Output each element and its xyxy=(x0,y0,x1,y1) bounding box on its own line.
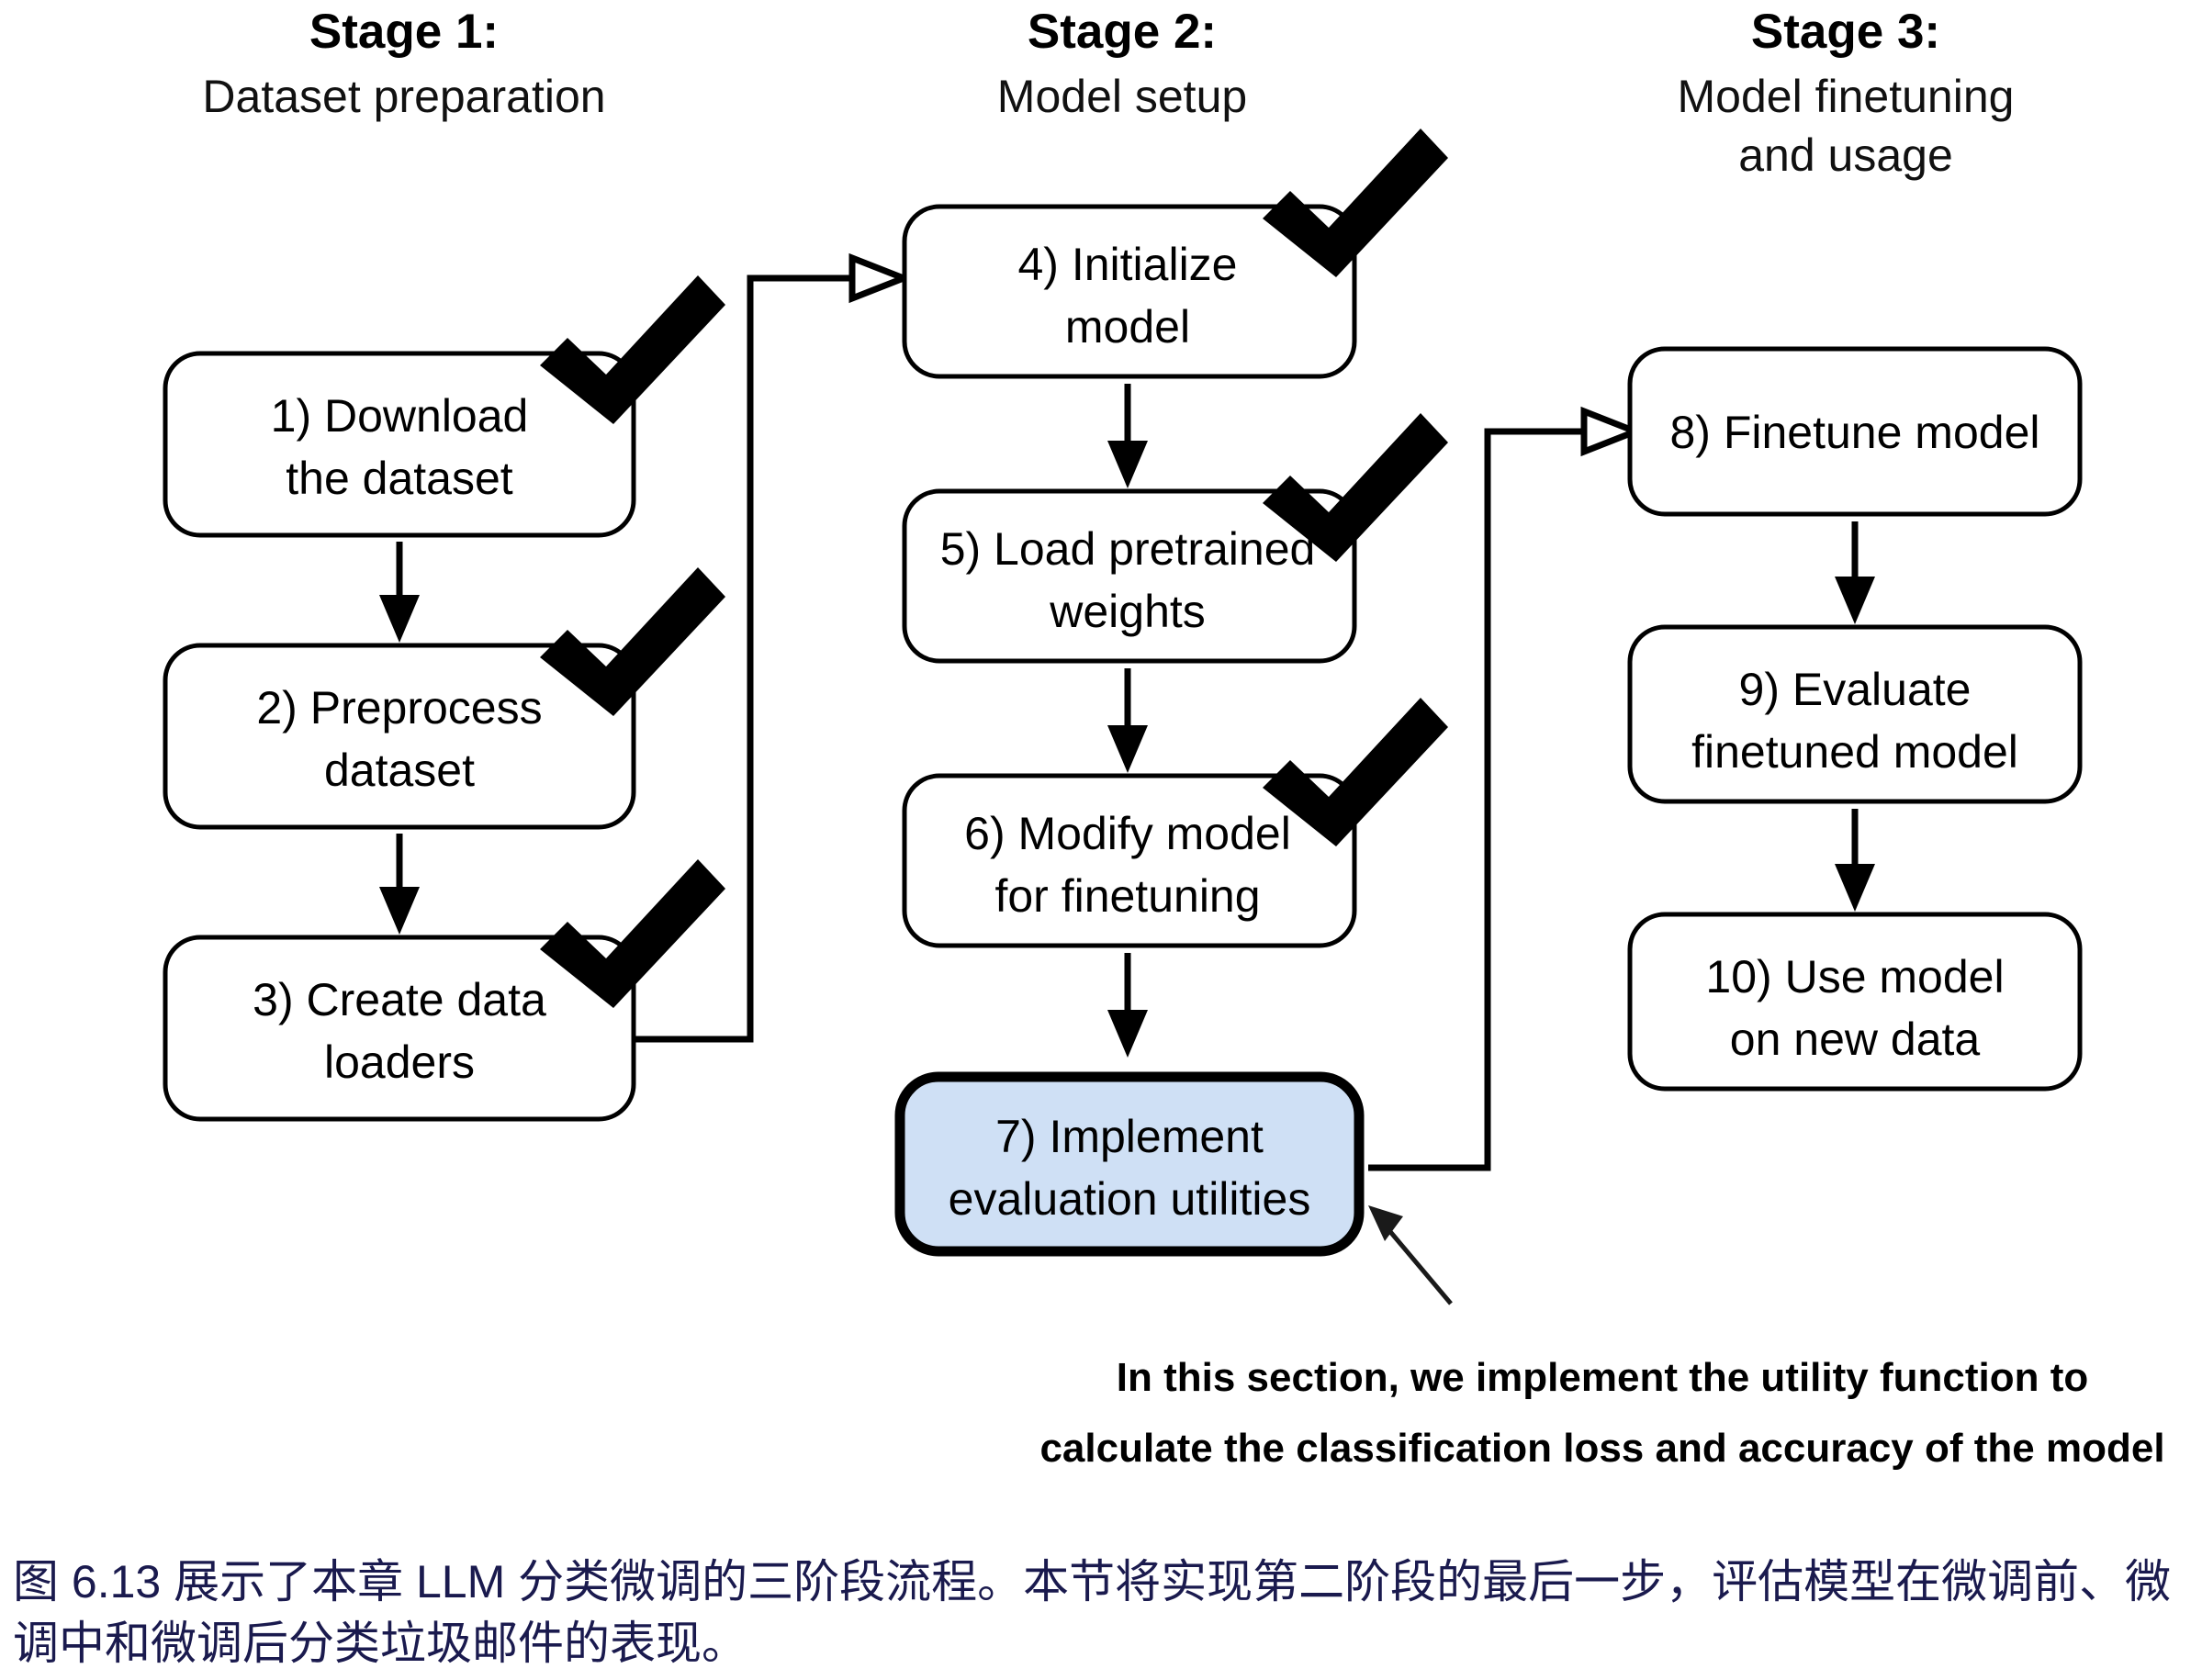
stage-heading-1: Stage 1: Dataset preparation xyxy=(202,5,605,122)
step-4-label-line2: model xyxy=(1065,301,1190,353)
step-10-box[interactable] xyxy=(1627,912,2083,1092)
step-10-label-line2: on new data xyxy=(1730,1014,1981,1065)
stage-heading-3: Stage 3: Model finetuning and usage xyxy=(1678,5,2015,181)
check-icon-step-3 xyxy=(540,859,725,1008)
annotation-line2: calculate the classification loss and ac… xyxy=(1039,1426,2164,1471)
step-9-node[interactable]: 9) Evaluate finetuned model xyxy=(1627,624,2083,804)
annotation-line1: In this section, we implement the utilit… xyxy=(1117,1355,2089,1400)
step-5-label-line1: 5) Load pretrained xyxy=(940,523,1316,575)
step-1-label-line1: 1) Download xyxy=(271,390,529,442)
annotation-text: In this section, we implement the utilit… xyxy=(1039,1355,2164,1471)
step-6-label-line1: 6) Modify model xyxy=(964,808,1291,859)
step-2-node[interactable]: 2) Preprocess dataset xyxy=(163,567,725,830)
connector-step4-to-step5 xyxy=(1107,384,1148,488)
connector-step3-to-step4 xyxy=(634,252,913,1043)
step-1-node[interactable]: 1) Download the dataset xyxy=(163,275,725,538)
connector-step8-to-step9 xyxy=(1835,521,1875,624)
stage-3-subheading-line2: and usage xyxy=(1738,129,1953,181)
step-7-box[interactable] xyxy=(894,1071,1365,1257)
check-icon-step-4 xyxy=(1263,129,1448,277)
stage-1-subheading: Dataset preparation xyxy=(202,71,605,122)
step-3-label-line2: loaders xyxy=(324,1036,475,1088)
step-4-box[interactable] xyxy=(902,204,1357,379)
step-7-node[interactable]: 7) Implement evaluation utilities xyxy=(894,1071,1365,1257)
stage-1-heading: Stage 1: xyxy=(309,5,499,59)
check-icon-step-2 xyxy=(540,567,725,716)
step-7-label-line2: evaluation utilities xyxy=(949,1173,1311,1225)
caption-line2: 调中和微调后分类垃圾邮件的表现。 xyxy=(13,1618,747,1669)
step-8-label-line1: 8) Finetune model xyxy=(1669,407,2039,458)
step-3-node[interactable]: 3) Create data loaders xyxy=(163,859,725,1122)
step-5-box[interactable] xyxy=(902,488,1357,664)
step-2-box[interactable] xyxy=(163,643,636,830)
step-9-label-line2: finetuned model xyxy=(1691,726,2018,778)
step-3-label-line1: 3) Create data xyxy=(253,974,546,1025)
step-10-node[interactable]: 10) Use model on new data xyxy=(1627,912,2083,1092)
step-4-label-line1: 4) Initialize xyxy=(1018,239,1238,290)
step-5-label-line2: weights xyxy=(1049,586,1206,637)
step-6-node[interactable]: 6) Modify model for finetuning xyxy=(902,698,1448,948)
stage-2-subheading: Model setup xyxy=(997,71,1247,122)
stage-3-subheading: Model finetuning xyxy=(1678,71,2015,122)
connector-step9-to-step10 xyxy=(1835,809,1875,912)
step-8-node[interactable]: 8) Finetune model xyxy=(1627,346,2083,517)
step-4-node[interactable]: 4) Initialize model xyxy=(902,129,1448,379)
caption-line1: 图 6.13 展示了本章 LLM 分类微调的三阶段流程。本节将实现第二阶段的最后… xyxy=(13,1556,2171,1607)
step-2-label-line1: 2) Preprocess xyxy=(256,682,542,734)
stage-2-heading: Stage 2: xyxy=(1028,5,1217,59)
connector-step6-to-step7 xyxy=(1107,953,1148,1058)
figure-caption: 图 6.13 展示了本章 LLM 分类微调的三阶段流程。本节将实现第二阶段的最后… xyxy=(13,1556,2171,1669)
step-3-box[interactable] xyxy=(163,935,636,1122)
step-6-label-line2: for finetuning xyxy=(994,870,1260,922)
step-5-node[interactable]: 5) Load pretrained weights xyxy=(902,413,1448,664)
check-icon-step-6 xyxy=(1263,698,1448,846)
connector-step1-to-step2 xyxy=(379,542,420,643)
connector-step7-to-step8 xyxy=(1368,406,1645,1171)
stage-heading-2: Stage 2: Model setup xyxy=(997,5,1247,122)
step-7-label-line1: 7) Implement xyxy=(995,1111,1264,1162)
step-1-box[interactable] xyxy=(163,351,636,538)
check-icon-step-5 xyxy=(1263,413,1448,562)
connector-step2-to-step3 xyxy=(379,834,420,935)
step-8-box[interactable] xyxy=(1627,346,2083,517)
step-10-label-line1: 10) Use model xyxy=(1705,951,2004,1002)
stage-3-heading: Stage 3: xyxy=(1751,5,1940,59)
check-icon-step-1 xyxy=(540,275,725,424)
connector-step5-to-step6 xyxy=(1107,668,1148,773)
step-9-label-line1: 9) Evaluate xyxy=(1739,664,1972,715)
annotation-pointer-arrow xyxy=(1368,1205,1453,1305)
step-1-label-line2: the dataset xyxy=(286,453,513,504)
step-9-box[interactable] xyxy=(1627,624,2083,804)
step-2-label-line2: dataset xyxy=(324,745,475,796)
step-6-box[interactable] xyxy=(902,773,1357,948)
